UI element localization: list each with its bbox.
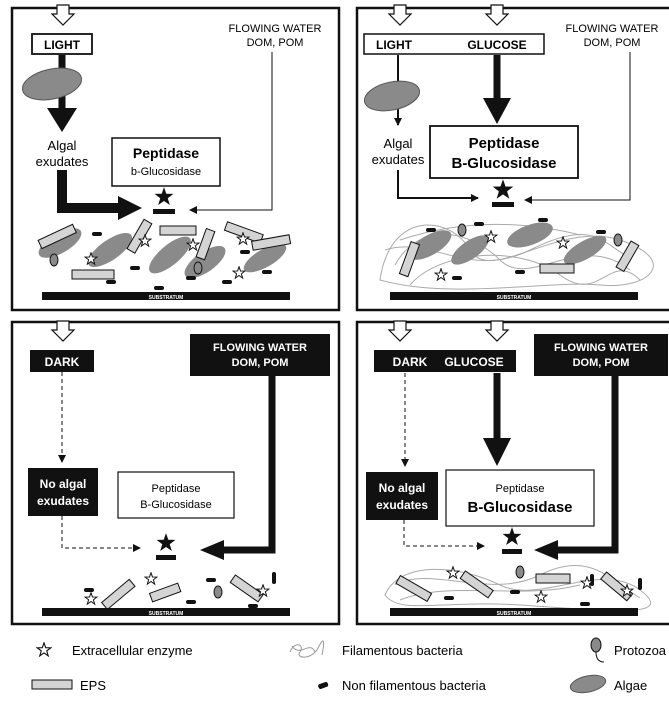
exudate-arrowhead xyxy=(118,196,142,220)
panel-frame xyxy=(10,6,341,312)
enzyme-star-icon xyxy=(492,179,514,199)
flowing-label-2: DOM, POM xyxy=(247,37,304,49)
svg-text:Algal: Algal xyxy=(384,136,413,151)
panel-top-left: LIGHT Algal exudates FLOWING WATER DOM, … xyxy=(10,4,341,312)
flowing-box xyxy=(190,334,330,376)
legend: Extracellular enzyme Filamentous bacteri… xyxy=(31,637,667,694)
flowing-arrow xyxy=(189,52,273,214)
svg-text:FLOWING WATER: FLOWING WATER xyxy=(213,342,307,354)
svg-text:exudates: exudates xyxy=(37,494,89,508)
svg-text:SUBSTRATUM: SUBSTRATUM xyxy=(149,611,184,617)
svg-text:SUBSTRATUM: SUBSTRATUM xyxy=(497,295,532,301)
algal-label-2: exudates xyxy=(36,154,89,169)
dark-input-arrow-icon xyxy=(51,320,75,342)
no-algal-box xyxy=(28,468,98,516)
svg-text:FLOWING WATER: FLOWING WATER xyxy=(554,342,648,354)
exudate-arrow xyxy=(57,170,120,213)
enzyme-box xyxy=(111,137,221,187)
legend-filamentous-bacteria: Filamentous bacteria xyxy=(342,643,463,658)
svg-text:No algal: No algal xyxy=(379,481,426,495)
algae-icon xyxy=(569,674,607,694)
svg-text:SUBSTRATUM: SUBSTRATUM xyxy=(497,611,532,617)
enzyme-box xyxy=(429,125,579,179)
no-algal-box xyxy=(366,472,438,520)
panel-frame xyxy=(10,320,341,626)
svg-text:B-Glucosidase: B-Glucosidase xyxy=(451,155,556,172)
svg-text:GLUCOSE: GLUCOSE xyxy=(444,355,503,369)
light-box xyxy=(31,33,93,55)
panel-top-right: LIGHT GLUCOSE Algal exudates FLOWING WAT… xyxy=(355,4,669,312)
glucose-label: GLUCOSE xyxy=(467,38,526,52)
glucose-arrowhead xyxy=(483,98,511,124)
filamentous-bacteria-icon xyxy=(289,640,325,658)
light-arrowhead xyxy=(47,108,77,132)
light-label: LIGHT xyxy=(376,38,413,52)
enzyme-box-line-2: b-Glucosidase xyxy=(131,166,201,178)
svg-text:exudates: exudates xyxy=(372,152,425,167)
svg-text:Peptidase: Peptidase xyxy=(152,483,201,495)
panel-frame xyxy=(355,320,669,626)
glucose-input-arrow-icon xyxy=(485,320,509,342)
algae-icon xyxy=(21,67,83,101)
svg-text:B-Glucosidase: B-Glucosidase xyxy=(467,499,572,516)
enzyme-box-line-1: Peptidase xyxy=(133,145,199,161)
non-filamentous-bacteria-icon xyxy=(318,681,329,689)
enzyme-box xyxy=(445,469,595,527)
substratum-label: SUBSTRATUM xyxy=(149,295,184,301)
algal-label-1: Algal xyxy=(48,138,77,153)
legend-eps: EPS xyxy=(80,678,106,693)
svg-text:Peptidase: Peptidase xyxy=(496,483,545,495)
svg-text:exudates: exudates xyxy=(376,498,428,512)
panel-frame xyxy=(355,6,669,312)
svg-text:DARK: DARK xyxy=(45,355,80,369)
biofilm-bottom-left xyxy=(84,572,276,611)
legend-non-filamentous-bacteria: Non filamentous bacteria xyxy=(342,678,487,693)
svg-text:DOM, POM: DOM, POM xyxy=(573,357,630,369)
enzyme-bar xyxy=(153,209,175,214)
panel-bottom-right: DARK GLUCOSE FLOWING WATER DOM, POM No a… xyxy=(355,320,669,626)
substratum-bar xyxy=(390,608,638,616)
substratum-bar xyxy=(42,608,290,616)
panel-bottom-left: DARK FLOWING WATER DOM, POM No algal exu… xyxy=(10,320,341,626)
protozoa-icon xyxy=(590,637,605,663)
legend-protozoa: Protozoa xyxy=(614,643,667,658)
extracellular-enzyme-icon xyxy=(36,642,52,657)
svg-text:DOM, POM: DOM, POM xyxy=(584,37,641,49)
enzyme-star-icon xyxy=(502,527,522,546)
legend-extracellular-enzyme: Extracellular enzyme xyxy=(72,643,193,658)
dark-box xyxy=(30,350,94,372)
substratum-bar xyxy=(42,292,290,300)
legend-algae: Algae xyxy=(614,678,647,693)
flowing-box xyxy=(534,334,668,376)
dark-input-arrow-icon xyxy=(388,320,412,342)
inputs-box xyxy=(363,33,545,55)
light-label: LIGHT xyxy=(44,38,81,52)
svg-text:Peptidase: Peptidase xyxy=(469,135,540,152)
biofilm-top-left xyxy=(37,218,292,290)
svg-text:FLOWING WATER: FLOWING WATER xyxy=(566,23,659,35)
svg-text:DARK: DARK xyxy=(393,355,428,369)
enzyme-box xyxy=(117,471,235,519)
enzyme-star-icon xyxy=(156,533,176,552)
svg-text:B-Glucosidase: B-Glucosidase xyxy=(140,499,212,511)
enzyme-star-icon xyxy=(154,187,174,206)
substratum-bar xyxy=(390,292,638,300)
flowing-label-1: FLOWING WATER xyxy=(229,23,322,35)
algae-icon xyxy=(363,80,421,112)
svg-text:DOM, POM: DOM, POM xyxy=(232,357,289,369)
svg-text:No algal: No algal xyxy=(40,477,87,491)
dark-glucose-box xyxy=(374,350,516,372)
eps-icon xyxy=(31,679,73,690)
